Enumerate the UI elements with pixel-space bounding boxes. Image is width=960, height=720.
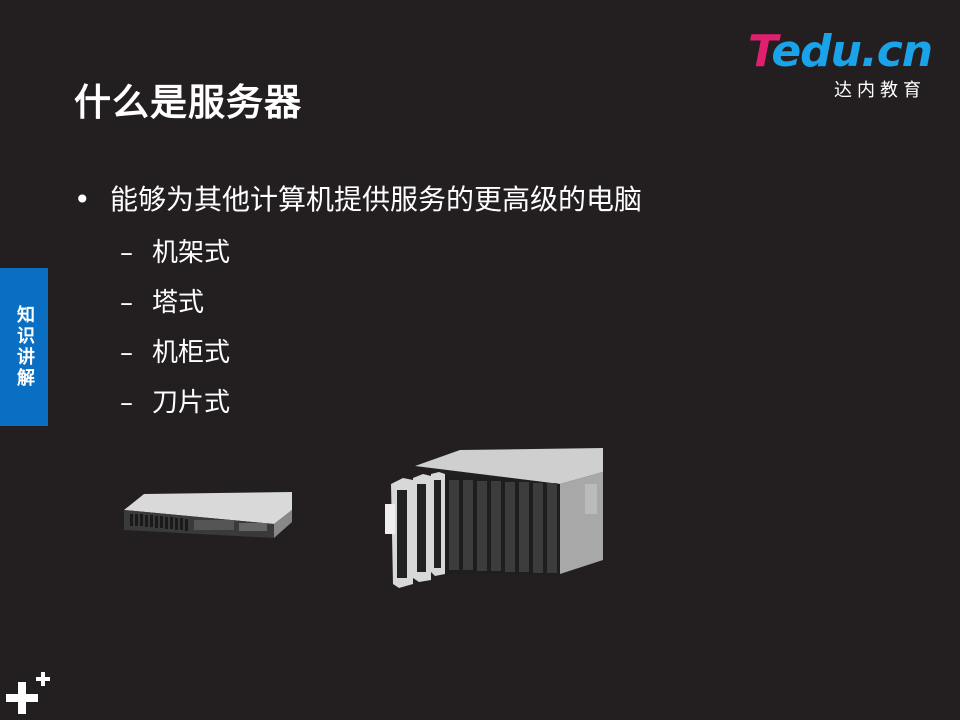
- sub-item-text: 机柜式: [152, 338, 231, 368]
- page-title: 什么是服务器: [74, 81, 302, 124]
- sub-item-text: 刀片式: [152, 388, 231, 418]
- sub-item-text: 机架式: [152, 238, 231, 268]
- bullet-text: 能够为其他计算机提供服务的更高级的电脑: [110, 183, 643, 216]
- plus-mark-icon: [6, 672, 50, 714]
- logo-wordmark: Tedu.cn: [748, 26, 933, 77]
- sub-marker: –: [120, 388, 133, 418]
- sub-list: –机架式 –塔式 –机柜式 –刀片式: [74, 228, 642, 428]
- sub-marker: –: [120, 238, 133, 268]
- sub-item: –刀片式: [74, 378, 642, 428]
- sub-item: –机柜式: [74, 328, 642, 378]
- logo-letters-rest: edu.cn: [771, 26, 933, 77]
- rack-server-image: [124, 492, 292, 538]
- bullet-marker: •: [74, 183, 91, 216]
- sub-item: –塔式: [74, 278, 642, 328]
- sub-marker: –: [120, 288, 133, 318]
- tedu-logo: Tedu.cn 达内教育: [748, 28, 933, 102]
- bullet-item: • 能够为其他计算机提供服务的更高级的电脑: [74, 180, 642, 220]
- sub-marker: –: [120, 338, 133, 368]
- logo-letter-t: T: [748, 26, 772, 77]
- section-tab-label: 知识讲解: [14, 305, 35, 389]
- blade-server-image: [385, 448, 603, 588]
- section-tab: 知识讲解: [0, 268, 48, 426]
- sub-item-text: 塔式: [152, 288, 205, 318]
- bullet-list: • 能够为其他计算机提供服务的更高级的电脑 –机架式 –塔式 –机柜式 –刀片式: [74, 180, 642, 428]
- logo-subtitle: 达内教育: [834, 80, 926, 101]
- sub-item: –机架式: [74, 228, 642, 278]
